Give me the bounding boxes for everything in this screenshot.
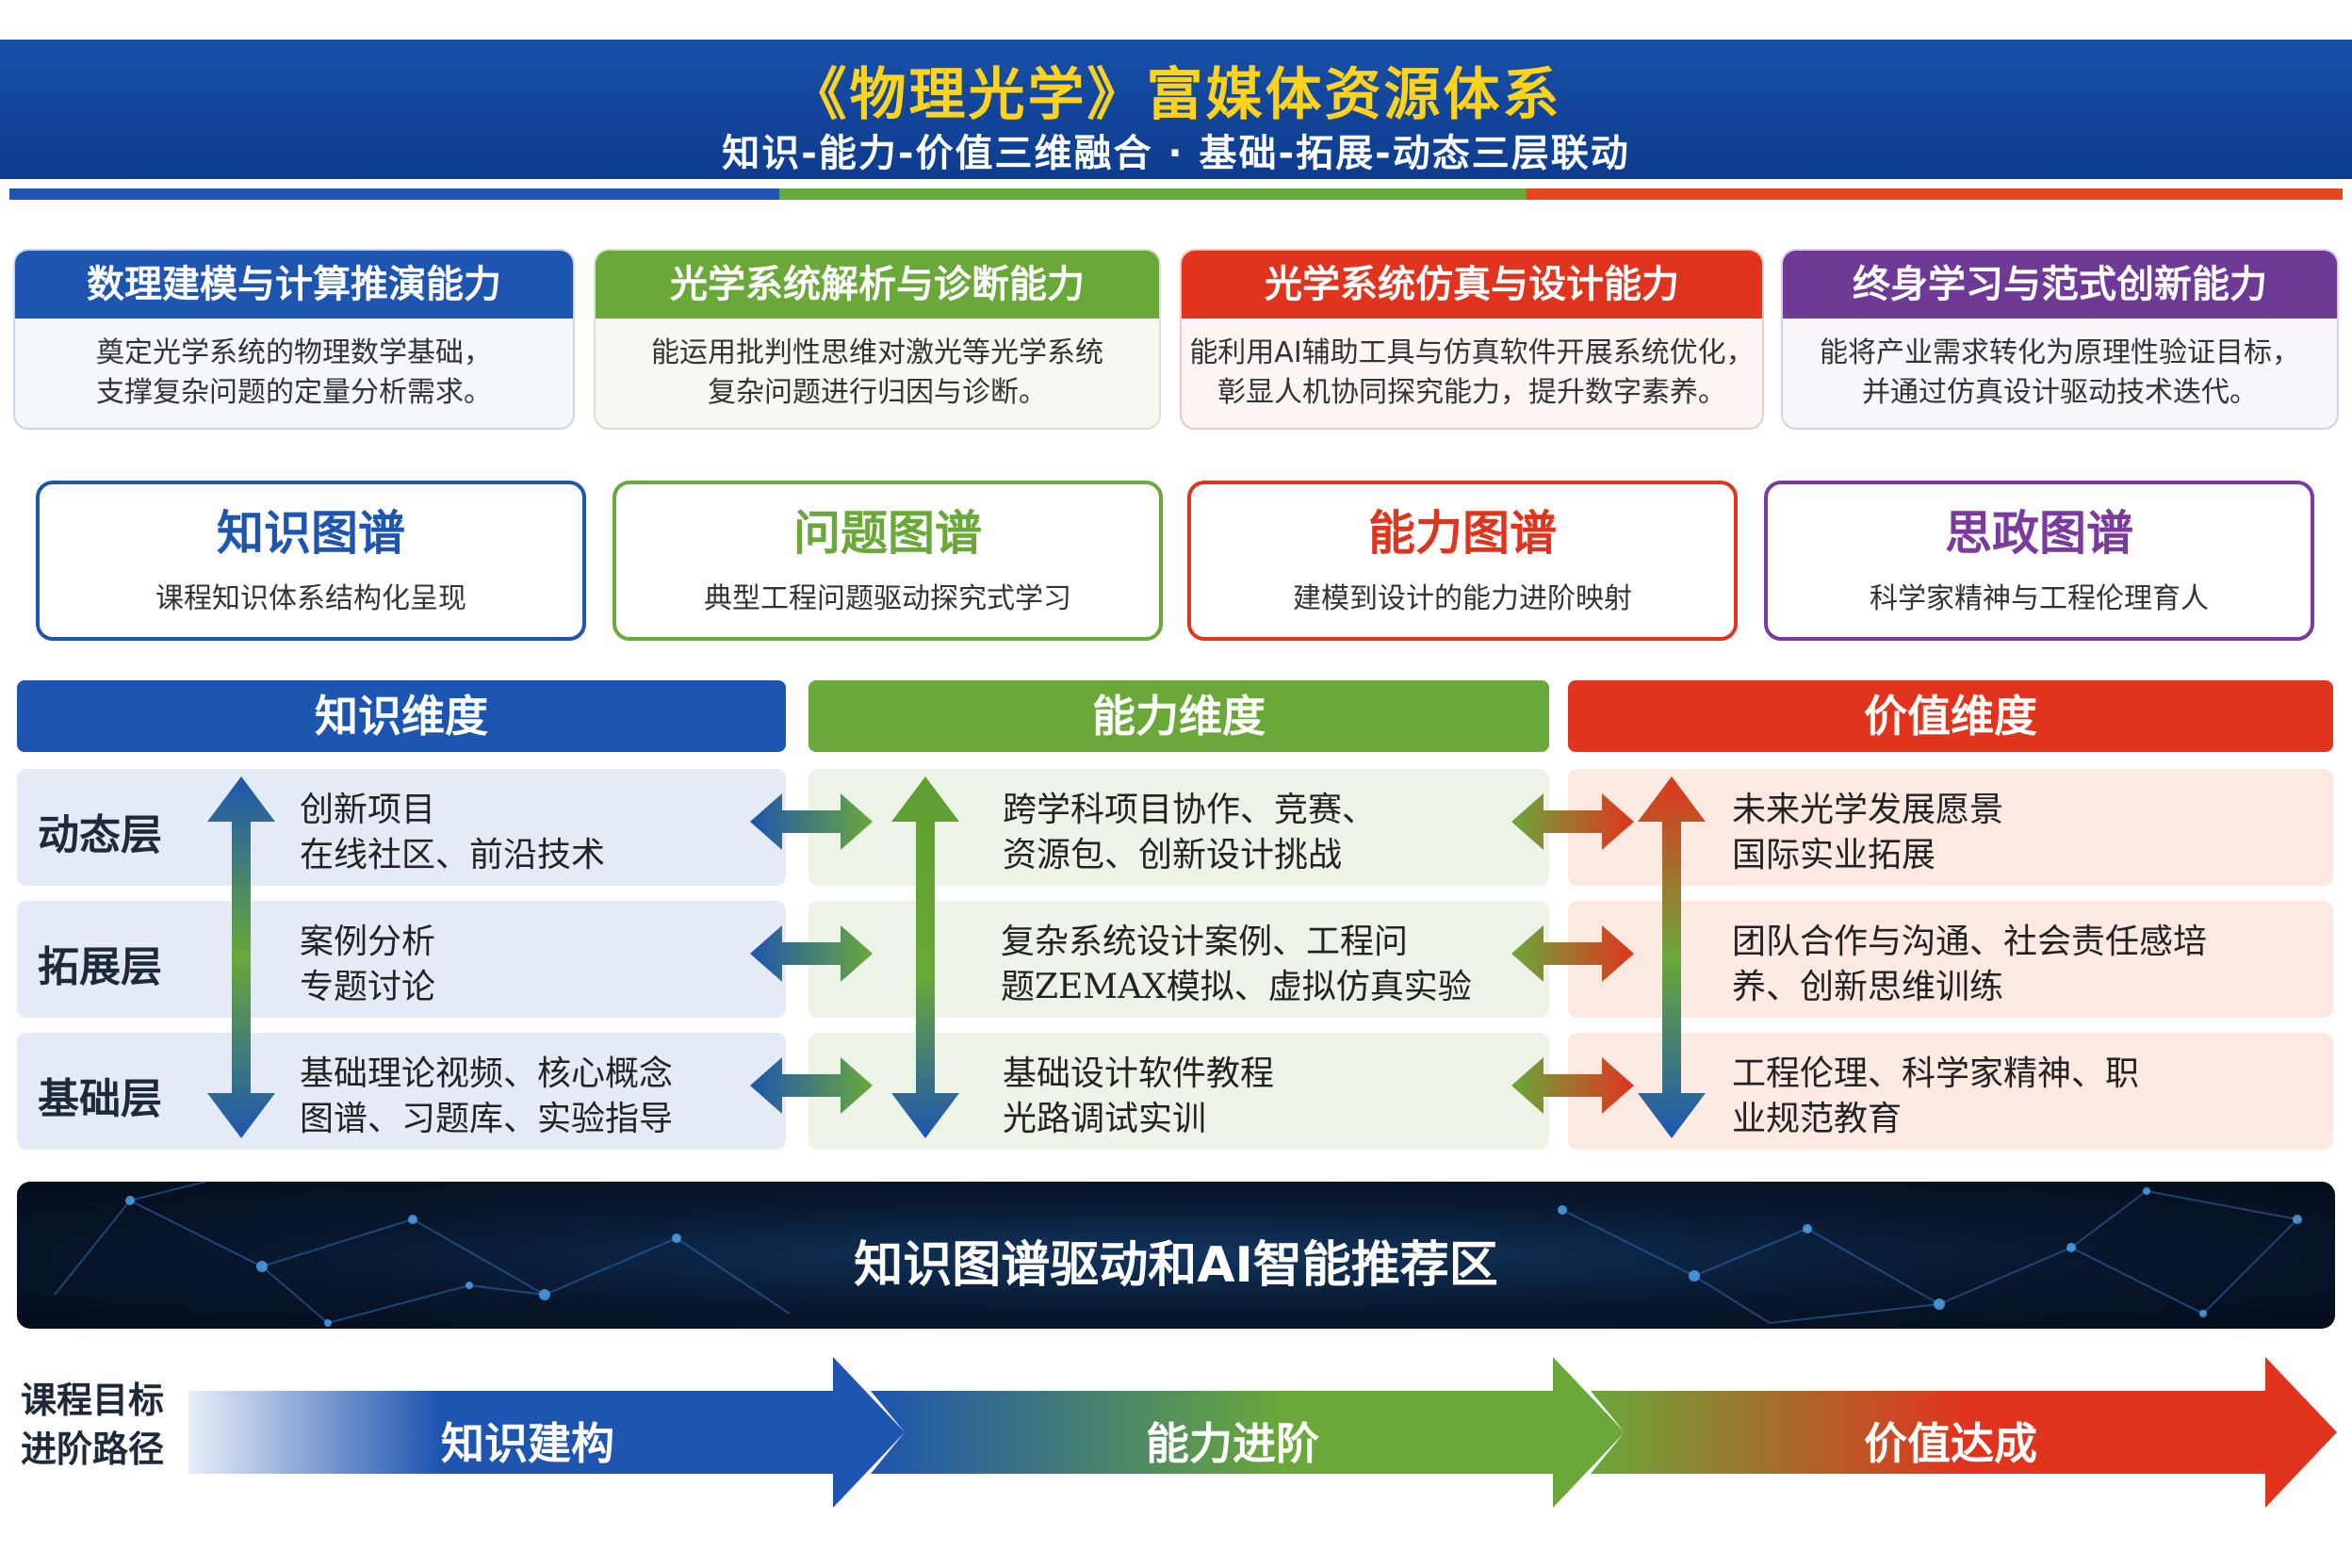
cell-line: 资源包、创新设计挑战 <box>1003 836 1343 874</box>
graph-subtitle: 课程知识体系结构化呈现 <box>155 582 466 615</box>
cell-value-basic: 工程伦理、科学家精神、职 业规范教育 <box>1732 1052 2139 1142</box>
cell-line: 跨学科项目协作、竞赛、 <box>1003 791 1377 829</box>
competency-desc-line: 奠定光学系统的物理数学基础， <box>96 336 492 369</box>
horizontal-arrow-right-row1 <box>1511 793 1634 850</box>
cell-knowledge-dynamic: 创新项目 在线社区、前沿技术 <box>300 788 605 878</box>
cell-knowledge-extended: 案例分析 专题讨论 <box>300 920 435 1010</box>
competency-card-simulation: 光学系统仿真与设计能力 能利用AI辅助工具与仿真软件开展系统优化， 彰显人机协同… <box>1180 249 1764 430</box>
cell-bg-value-basic <box>1568 1033 2333 1150</box>
header-banner <box>0 40 2352 179</box>
cell-bg-knowledge-basic <box>17 1033 786 1150</box>
competency-card-diagnosis: 光学系统解析与诊断能力 能运用批判性思维对激光等光学系统 复杂问题进行归因与诊断… <box>594 249 1161 430</box>
network-pattern <box>54 1182 2302 1327</box>
vertical-arrow-ability <box>891 776 959 1138</box>
cell-line: 基础理论视频、核心概念 <box>300 1054 674 1093</box>
layer-label-extended: 拓展层 <box>38 943 162 991</box>
dimension-header-value: 价值维度 <box>1568 680 2333 752</box>
path-label-line: 课程目标 <box>21 1380 165 1421</box>
cell-line: 团队合作与沟通、社会责任感培 <box>1732 923 2208 961</box>
competency-desc-line: 能将产业需求转化为原理性验证目标， <box>1820 336 2300 369</box>
cell-line: 养、创新思维训练 <box>1732 968 2004 1006</box>
cell-line: 专题讨论 <box>300 968 436 1006</box>
graph-title: 思政图谱 <box>1945 506 2133 561</box>
competency-title: 光学系统仿真与设计能力 <box>1182 251 1762 318</box>
path-label-line: 进阶路径 <box>21 1429 165 1470</box>
cell-line: 图谱、习题库、实验指导 <box>300 1100 674 1138</box>
competency-desc-line: 复杂问题进行归因与诊断。 <box>708 376 1047 409</box>
vertical-arrow-value <box>1638 776 1706 1138</box>
competency-title: 终身学习与范式创新能力 <box>1783 251 2337 318</box>
graph-subtitle: 建模到设计的能力进阶映射 <box>1293 582 1632 615</box>
stage-arrow-ability <box>871 1357 1625 1508</box>
tricolor-divider <box>9 188 2343 200</box>
cell-bg-value-extended <box>1568 901 2333 1018</box>
vertical-arrow-knowledge <box>207 776 275 1138</box>
graph-title: 能力图谱 <box>1368 506 1557 561</box>
cell-value-dynamic: 未来光学发展愿景 国际实业拓展 <box>1732 788 2003 878</box>
cell-line: 案例分析 <box>300 923 436 961</box>
competency-title: 光学系统解析与诊断能力 <box>596 251 1159 318</box>
horizontal-arrow-right-row3 <box>1511 1057 1634 1114</box>
ai-zone-label: 知识图谱驱动和AI智能推荐区 <box>854 1237 1498 1294</box>
layer-label-dynamic: 动态层 <box>38 811 162 859</box>
cell-line: 基础设计软件教程 <box>1003 1054 1275 1093</box>
cell-line: 光路调试实训 <box>1003 1100 1207 1138</box>
horizontal-arrow-left-row2 <box>750 925 873 982</box>
competency-desc-line: 能利用AI辅助工具与仿真软件开展系统优化， <box>1189 336 1755 369</box>
stage-label-ability: 能力进阶 <box>1146 1418 1319 1469</box>
cell-line: 复杂系统设计案例、工程问 <box>1001 923 1409 961</box>
competency-desc-line: 并通过仿真设计驱动技术迭代。 <box>1862 376 2258 409</box>
graph-card-ideology: 思政图谱 科学家精神与工程伦理育人 <box>1764 481 2314 641</box>
horizontal-arrow-left-row3 <box>750 1057 873 1114</box>
graph-card-ability: 能力图谱 建模到设计的能力进阶映射 <box>1187 481 1738 641</box>
cell-ability-extended: 复杂系统设计案例、工程问 题ZEMAX模拟、虚拟仿真实验 <box>1001 920 1472 1010</box>
stage-label-knowledge: 知识建构 <box>441 1418 614 1469</box>
cell-knowledge-basic: 基础理论视频、核心概念 图谱、习题库、实验指导 <box>300 1052 673 1142</box>
graph-title: 问题图谱 <box>793 506 982 561</box>
competency-title: 数理建模与计算推演能力 <box>15 251 573 318</box>
graph-card-problem: 问题图谱 典型工程问题驱动探究式学习 <box>612 481 1163 641</box>
stage-arrow-value <box>1591 1357 2337 1508</box>
competency-desc-line: 彰显人机协同探究能力，提升数字素养。 <box>1217 376 1726 409</box>
horizontal-arrow-left-row1 <box>750 793 873 850</box>
cell-line: 题ZEMAX模拟、虚拟仿真实验 <box>1001 968 1472 1006</box>
competency-desc-line: 支撑复杂问题的定量分析需求。 <box>96 376 492 409</box>
cell-line: 国际实业拓展 <box>1732 836 1936 874</box>
horizontal-arrow-right-row2 <box>1511 925 1634 982</box>
cell-bg-knowledge-extended <box>17 901 786 1018</box>
cell-line: 业规范教育 <box>1732 1100 1903 1138</box>
cell-line: 未来光学发展愿景 <box>1732 791 2004 829</box>
dimension-header-ability: 能力维度 <box>808 680 1549 752</box>
cell-line: 在线社区、前沿技术 <box>300 836 606 874</box>
stage-arrow-knowledge <box>188 1357 905 1508</box>
cell-line: 创新项目 <box>300 791 436 829</box>
ai-recommendation-zone <box>17 1182 2335 1329</box>
graph-subtitle: 典型工程问题驱动探究式学习 <box>704 582 1071 615</box>
cell-bg-knowledge-dynamic <box>17 769 786 886</box>
graph-card-knowledge: 知识图谱 课程知识体系结构化呈现 <box>36 481 586 641</box>
cell-ability-dynamic: 跨学科项目协作、竞赛、 资源包、创新设计挑战 <box>1003 788 1376 878</box>
cell-value-extended: 团队合作与沟通、社会责任感培 养、创新思维训练 <box>1732 920 2207 1010</box>
layer-label-basic: 基础层 <box>38 1075 162 1123</box>
graph-title: 知识图谱 <box>217 506 405 561</box>
competency-desc-line: 能运用批判性思维对激光等光学系统 <box>651 336 1103 369</box>
graph-subtitle: 科学家精神与工程伦理育人 <box>1870 582 2209 615</box>
cell-line: 工程伦理、科学家精神、职 <box>1732 1054 2140 1093</box>
competency-card-modeling: 数理建模与计算推演能力 奠定光学系统的物理数学基础， 支撑复杂问题的定量分析需求… <box>13 249 575 430</box>
path-label: 课程目标 进阶路径 <box>21 1376 181 1474</box>
cell-bg-value-dynamic <box>1568 769 2333 886</box>
cell-ability-basic: 基础设计软件教程 光路调试实训 <box>1003 1052 1274 1142</box>
stage-label-value: 价值达成 <box>1864 1418 2037 1469</box>
page-title: 《物理光学》富媒体资源体系 <box>790 62 1562 128</box>
progression-arrows <box>188 1357 2337 1508</box>
competency-card-innovation: 终身学习与范式创新能力 能将产业需求转化为原理性验证目标， 并通过仿真设计驱动技… <box>1781 249 2339 430</box>
dimension-header-knowledge: 知识维度 <box>17 680 786 752</box>
page-subtitle: 知识-能力-价值三维融合 · 基础-拓展-动态三层联动 <box>722 132 1630 175</box>
